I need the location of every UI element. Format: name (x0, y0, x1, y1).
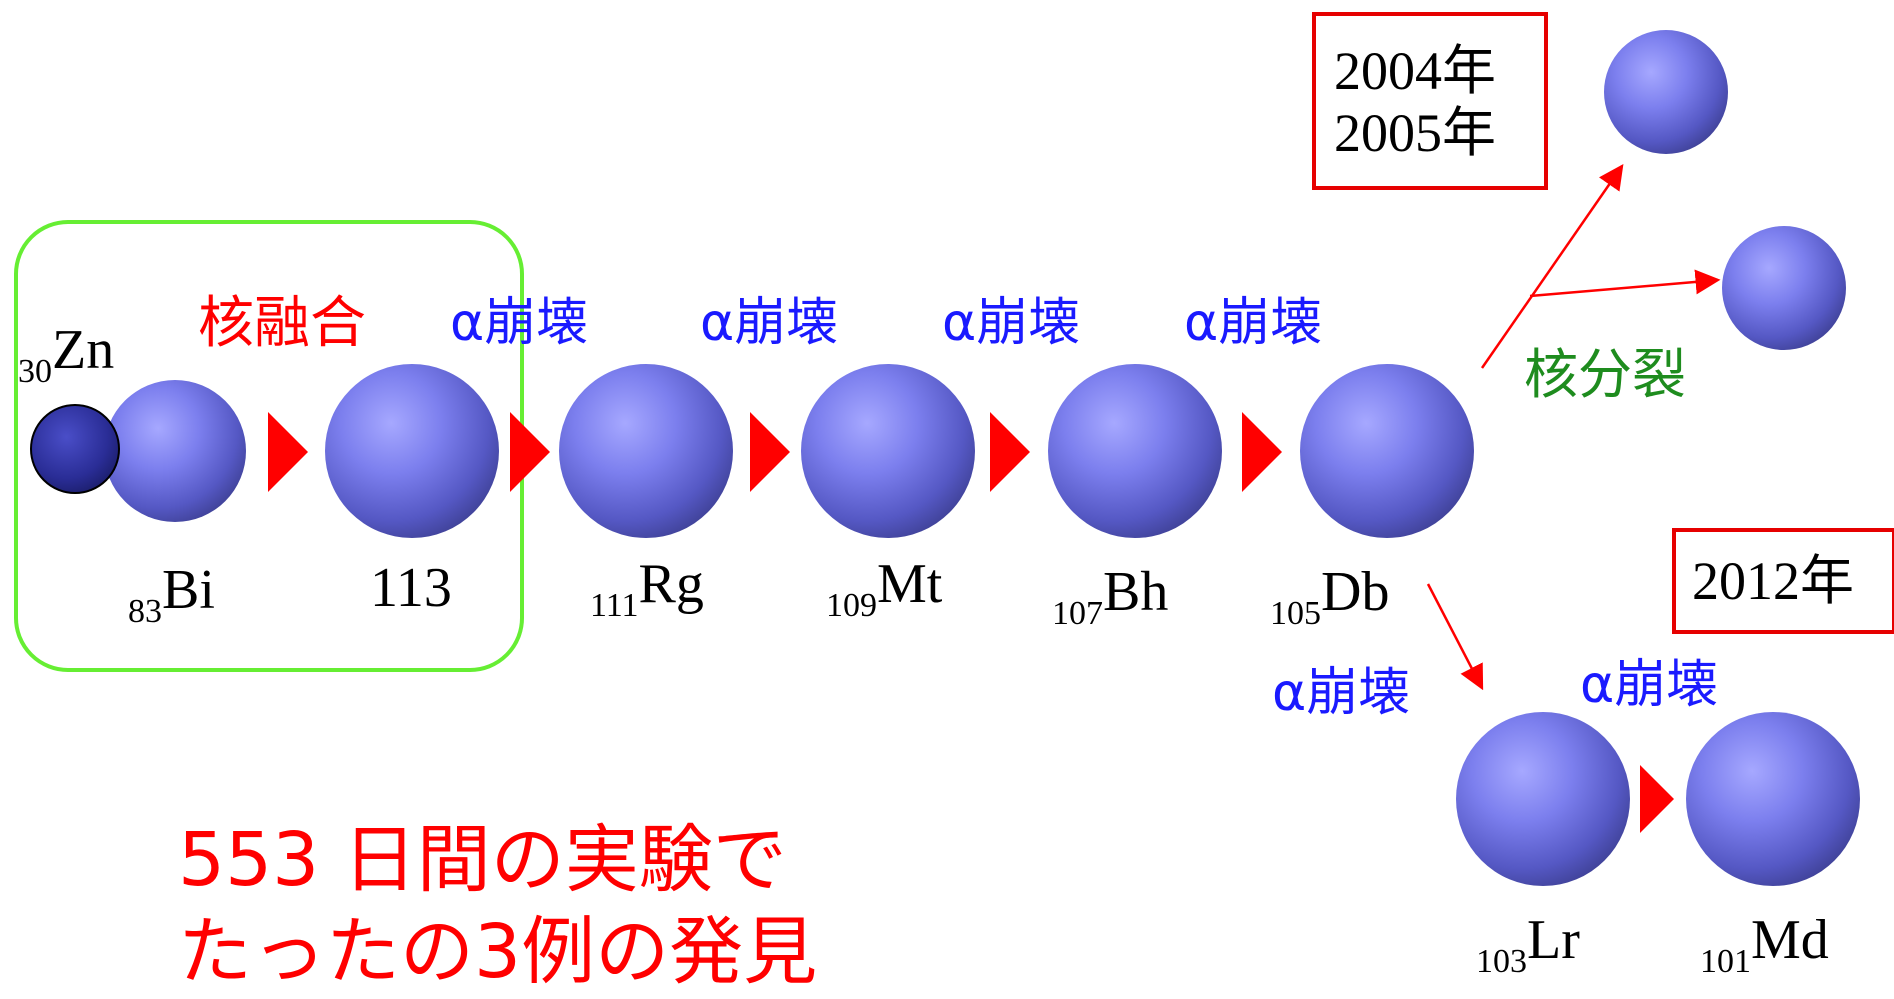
nucleus-113-sphere (325, 364, 499, 538)
arrow-right-icon (1242, 412, 1282, 492)
nucleus-db-sphere (1300, 364, 1474, 538)
alpha-decay-label-2: α崩壊 (700, 293, 839, 353)
alpha-decay-label-5: α崩壊 (1272, 663, 1411, 723)
nucleus-mt-sphere (801, 364, 975, 538)
nucleus-zn-sphere (30, 404, 120, 494)
arrow-right-icon (990, 412, 1030, 492)
summary-line-1: 553 日間の実験で (178, 817, 787, 903)
nucleus-label-bh: 107Bh (1052, 561, 1169, 632)
alpha-decay-label-1: α崩壊 (450, 293, 589, 353)
nucleus-label-mt: 109Mt (826, 553, 943, 624)
summary-line-2: たったの3例の発見 (178, 909, 818, 995)
fission-fragment-sphere-2 (1722, 226, 1846, 350)
arrow-right-icon (1640, 765, 1674, 833)
nucleus-label-bi: 83Bi (128, 559, 215, 630)
year-2012: 2012年 (1692, 551, 1854, 611)
arrow-right-icon (268, 412, 308, 492)
nucleus-md-sphere (1686, 712, 1860, 886)
nucleus-label-lr: 103Lr (1476, 909, 1580, 980)
alpha-decay-label-6: α崩壊 (1580, 655, 1719, 715)
fission-fragment-sphere-1 (1604, 30, 1728, 154)
fission-label: 核分裂 (1524, 343, 1686, 406)
nucleus-lr-sphere (1456, 712, 1630, 886)
year-2004: 2004年 (1334, 41, 1496, 101)
arrow-right-icon (750, 412, 790, 492)
nucleus-label-db: 105Db (1270, 561, 1390, 632)
fusion-label: 核融合 (198, 291, 366, 356)
alpha-decay-label-3: α崩壊 (942, 293, 1081, 353)
nucleus-bi-sphere (104, 380, 246, 522)
nucleus-label-rg: 111Rg (590, 553, 704, 624)
alpha-decay-label-4: α崩壊 (1184, 293, 1323, 353)
arrow-right-icon (510, 412, 550, 492)
year-2005: 2005年 (1334, 103, 1496, 164)
nucleus-label-zn: 30Zn (18, 319, 115, 390)
alpha-branch-year-box: 2012年 (1672, 528, 1894, 634)
nucleus-label-md: 101Md (1700, 909, 1829, 980)
nucleus-label-113: 113 (370, 557, 452, 619)
nucleus-rg-sphere (559, 364, 733, 538)
nucleus-bh-sphere (1048, 364, 1222, 538)
fission-years-box: 2004年 2005年 (1312, 12, 1548, 190)
